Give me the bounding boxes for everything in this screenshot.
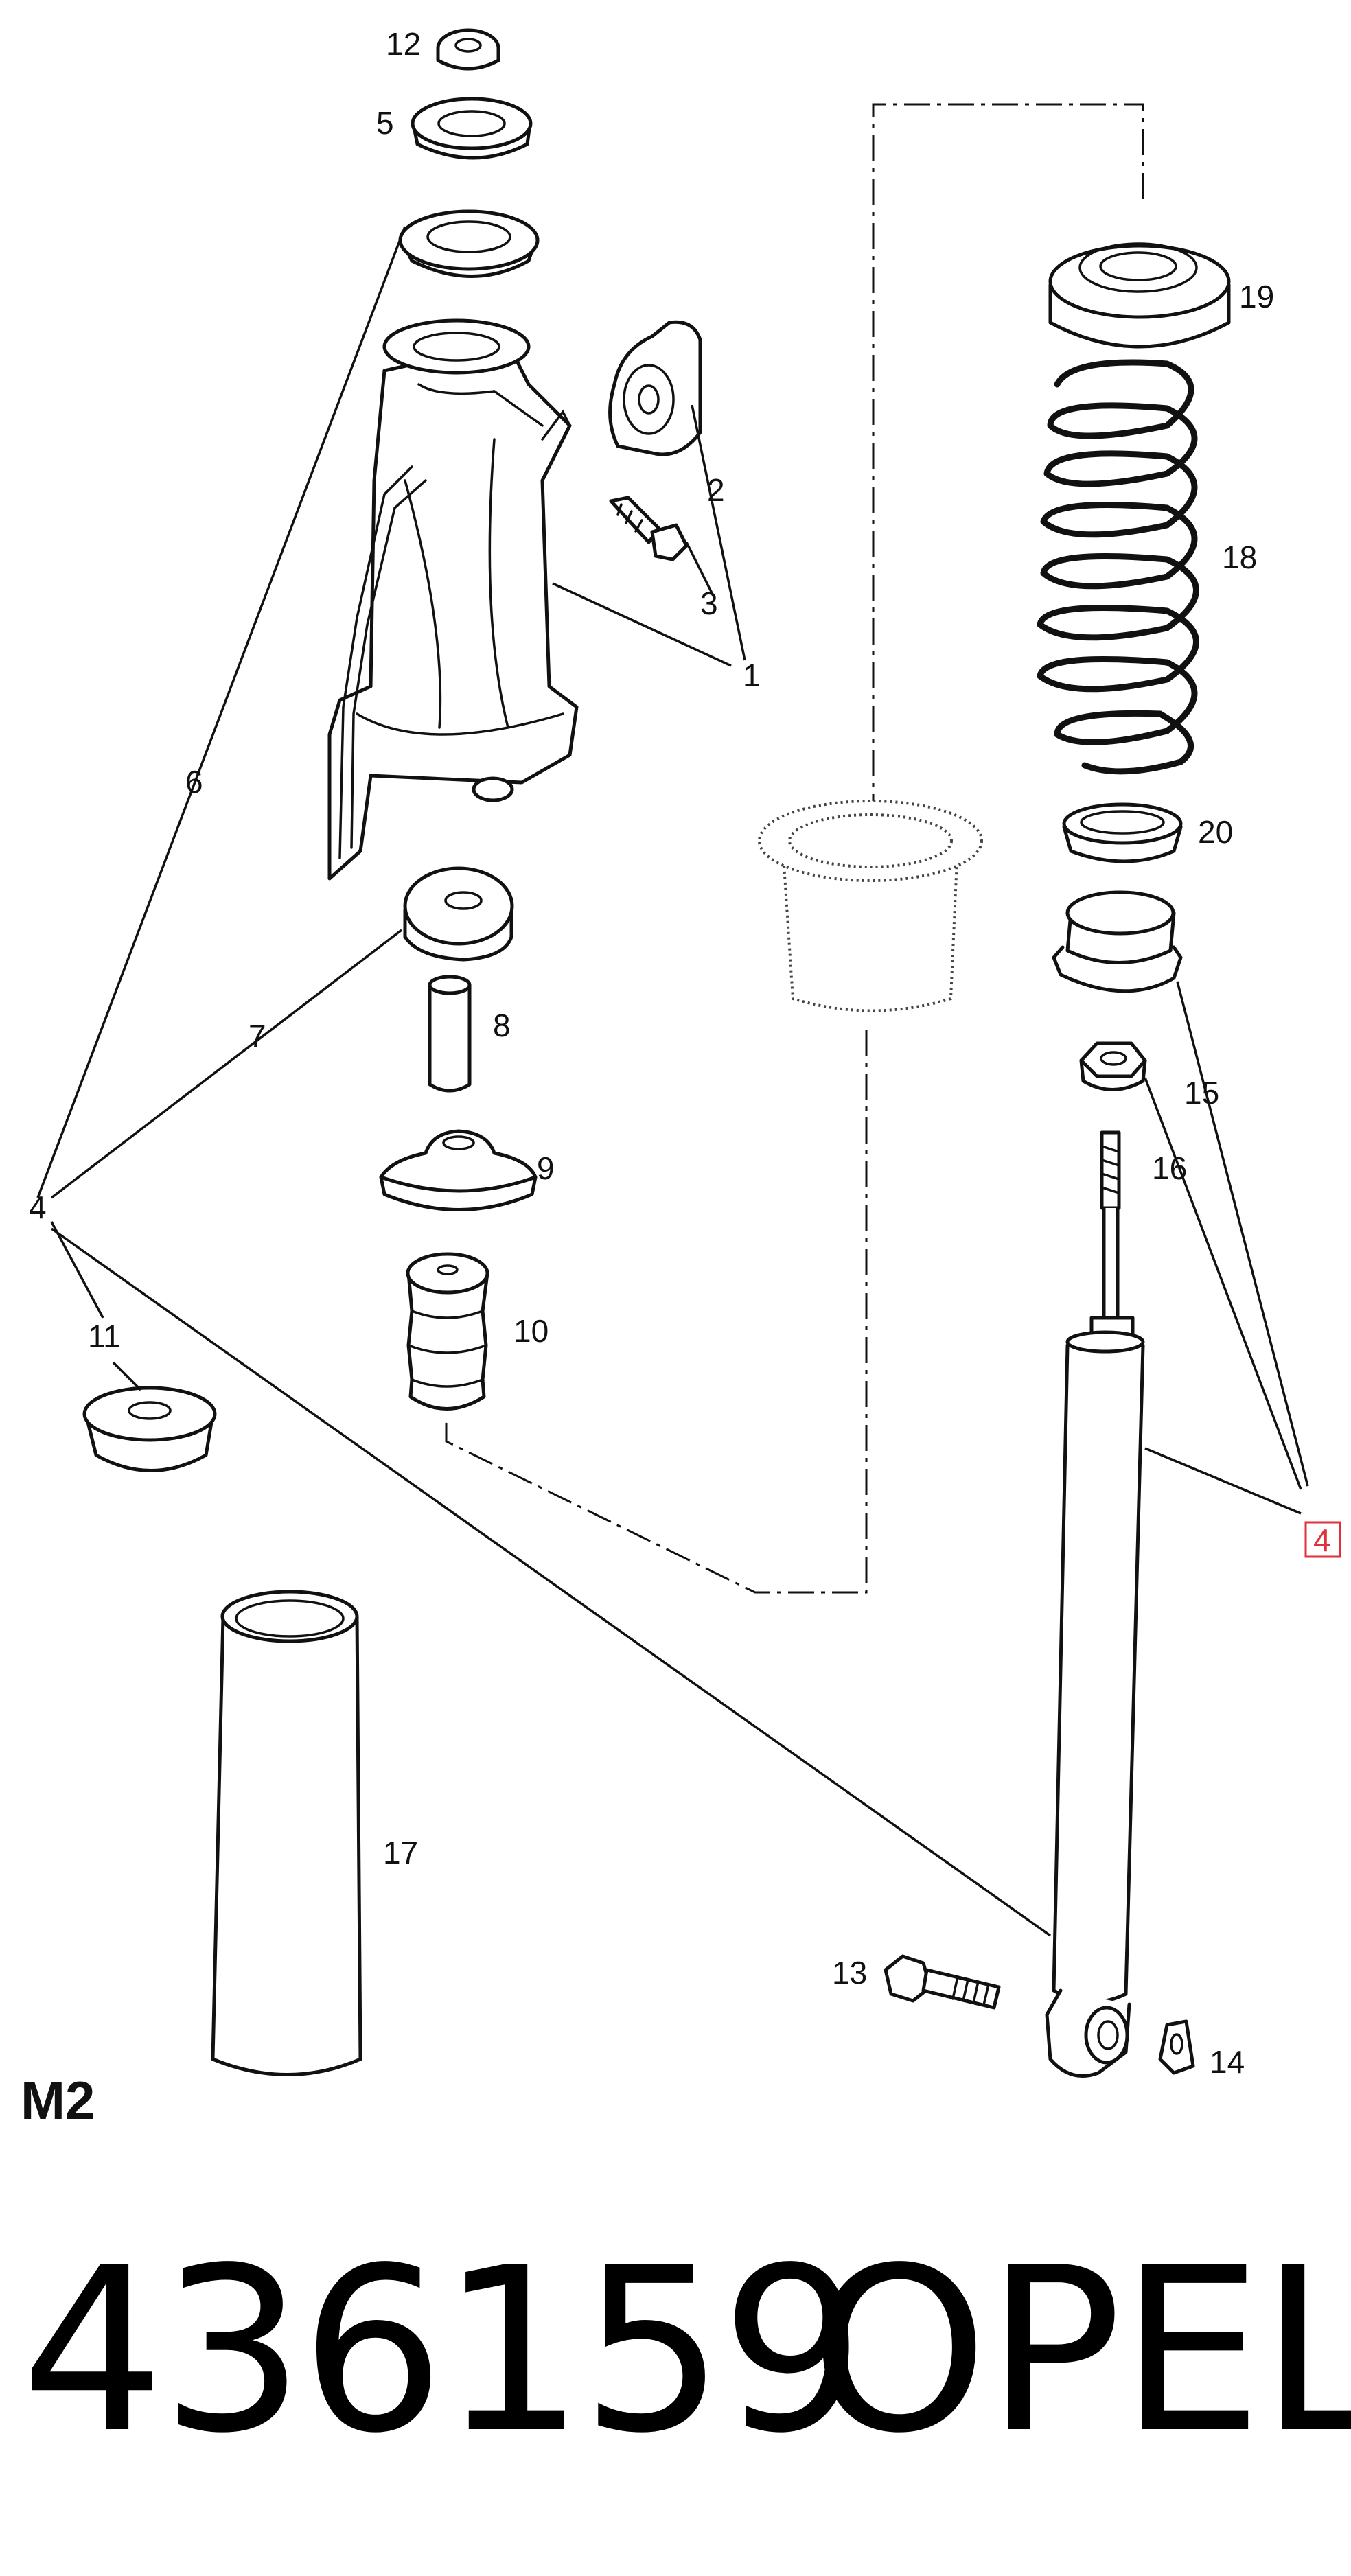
label-18: 18 bbox=[1222, 539, 1257, 575]
part-16-nut[interactable] bbox=[1079, 1041, 1147, 1091]
label-1: 1 bbox=[743, 658, 761, 693]
part-2-bracket-plate[interactable] bbox=[608, 320, 702, 456]
dust-cup-reference bbox=[758, 800, 983, 1012]
part-15-top-bush[interactable] bbox=[1052, 890, 1183, 993]
part-labels: 12 5 2 3 1 6 7 8 9 4 11 10 17 13 14 19 1… bbox=[29, 26, 1341, 2080]
label-6: 6 bbox=[185, 764, 203, 800]
part-9-cup-washer[interactable] bbox=[379, 1129, 538, 1211]
label-5: 5 bbox=[376, 105, 394, 141]
label-9: 9 bbox=[537, 1150, 555, 1186]
label-13: 13 bbox=[832, 1955, 867, 1991]
label-10: 10 bbox=[513, 1313, 549, 1349]
exploded-parts-diagram: 12 5 2 3 1 6 7 8 9 4 11 10 17 13 14 19 1… bbox=[29, 26, 1341, 2080]
label-12: 12 bbox=[386, 26, 421, 62]
part-6-upper-mount[interactable] bbox=[398, 209, 540, 278]
label-2: 2 bbox=[707, 472, 725, 508]
label-11: 11 bbox=[88, 1319, 121, 1354]
part-20-spring-seat-lower[interactable] bbox=[1062, 802, 1183, 863]
label-4-right: 4 bbox=[1313, 1522, 1331, 1558]
label-16: 16 bbox=[1152, 1150, 1187, 1186]
part-7-rubber-bush[interactable] bbox=[403, 866, 514, 962]
part-19-spring-seat[interactable] bbox=[1048, 242, 1231, 349]
label-3: 3 bbox=[700, 585, 718, 621]
part-1-strut-housing[interactable] bbox=[327, 318, 579, 881]
part-5-washer[interactable] bbox=[411, 97, 533, 160]
part-18-coil-spring[interactable] bbox=[1037, 359, 1199, 775]
label-4-left: 4 bbox=[29, 1190, 47, 1225]
section-code: M2 bbox=[21, 2070, 95, 2131]
highlight-box bbox=[1304, 1521, 1341, 1558]
assembly-guide-lines bbox=[445, 103, 1144, 1594]
label-7: 7 bbox=[249, 1018, 266, 1054]
part-10-bump-stop[interactable] bbox=[406, 1252, 489, 1411]
part-12-nut[interactable] bbox=[436, 28, 500, 71]
brand-name: OPEL bbox=[810, 2219, 1351, 2483]
label-15: 15 bbox=[1184, 1075, 1219, 1111]
label-8: 8 bbox=[493, 1008, 511, 1043]
label-20: 20 bbox=[1198, 814, 1233, 850]
part-number: 436159 bbox=[21, 2219, 865, 2483]
part-17-protective-tube[interactable] bbox=[211, 1590, 362, 2076]
part-11-mount-bush[interactable] bbox=[82, 1386, 217, 1472]
part-3-bolt[interactable] bbox=[609, 496, 689, 561]
label-14: 14 bbox=[1210, 2044, 1245, 2080]
part-13-bolt[interactable] bbox=[884, 1954, 1001, 2010]
part-4-shock-absorber[interactable] bbox=[1045, 1130, 1145, 2078]
label-19: 19 bbox=[1239, 279, 1274, 314]
part-14-washer-plate[interactable] bbox=[1158, 2019, 1195, 2075]
leader-lines bbox=[36, 226, 1309, 1937]
label-17: 17 bbox=[383, 1835, 418, 1870]
part-8-sleeve[interactable] bbox=[428, 975, 472, 1093]
